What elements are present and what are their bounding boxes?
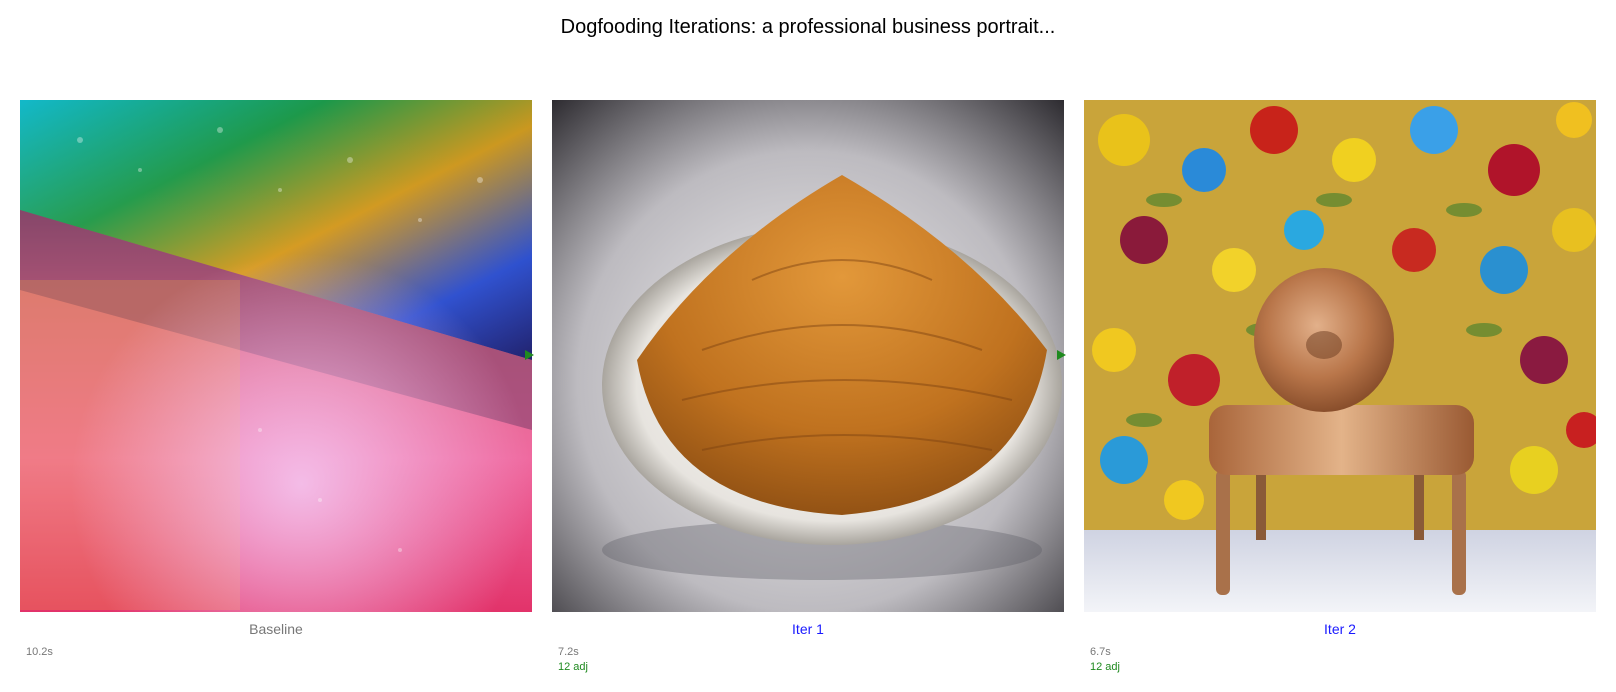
generation-time: 6.7s [1090, 646, 1111, 658]
adjustment-count: 12 adj [558, 661, 588, 673]
arrow-right-icon [1057, 350, 1066, 360]
generation-time: 10.2s [26, 646, 53, 658]
iteration-panel-baseline: Baseline 10.2s [20, 100, 532, 660]
iteration-panel-iter-1: Iter 1 7.2s 12 adj [552, 100, 1064, 675]
iter-2-image[interactable] [1084, 100, 1596, 612]
arrow-right-icon [525, 350, 534, 360]
panel-label: Baseline [249, 621, 303, 637]
generation-time: 7.2s [558, 646, 579, 658]
iteration-panel-iter-2: Iter 2 6.7s 12 adj [1084, 100, 1596, 675]
panel-label: Iter 2 [1324, 621, 1356, 637]
adjustment-count: 12 adj [1090, 661, 1120, 673]
iter-1-image[interactable] [552, 100, 1064, 612]
baseline-image[interactable] [20, 100, 532, 612]
page-title: Dogfooding Iterations: a professional bu… [560, 16, 1056, 38]
panel-label: Iter 1 [792, 621, 824, 637]
